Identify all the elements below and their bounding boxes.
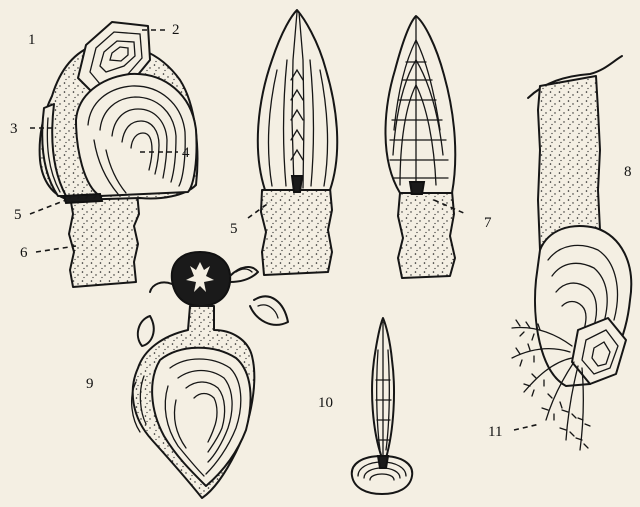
label-1: 1: [28, 32, 36, 48]
label-8: 8: [624, 164, 632, 180]
label-10: 10: [318, 395, 333, 411]
peduncle-center: [261, 188, 332, 275]
label-5a: 5: [14, 207, 22, 223]
label-11: 11: [488, 424, 502, 440]
label-5b: 5: [230, 221, 238, 237]
figure-10: [352, 318, 412, 494]
scutum-plate-4: [76, 74, 197, 196]
peduncle-6: [69, 192, 139, 287]
label-3: 3: [10, 121, 18, 137]
figure-ventral-view: [258, 10, 337, 275]
figure-9: [132, 252, 288, 498]
label-2: 2: [172, 22, 180, 38]
label-4: 4: [182, 145, 190, 161]
label-9: 9: [86, 376, 94, 392]
scutum-9: [152, 348, 250, 486]
capitulum-7: [385, 16, 455, 193]
label-6: 6: [20, 245, 28, 261]
peduncle-7: [398, 191, 455, 278]
figure-8-attached: [512, 56, 631, 450]
figure-dorsal-view: [385, 16, 455, 278]
label-7: 7: [484, 215, 492, 231]
